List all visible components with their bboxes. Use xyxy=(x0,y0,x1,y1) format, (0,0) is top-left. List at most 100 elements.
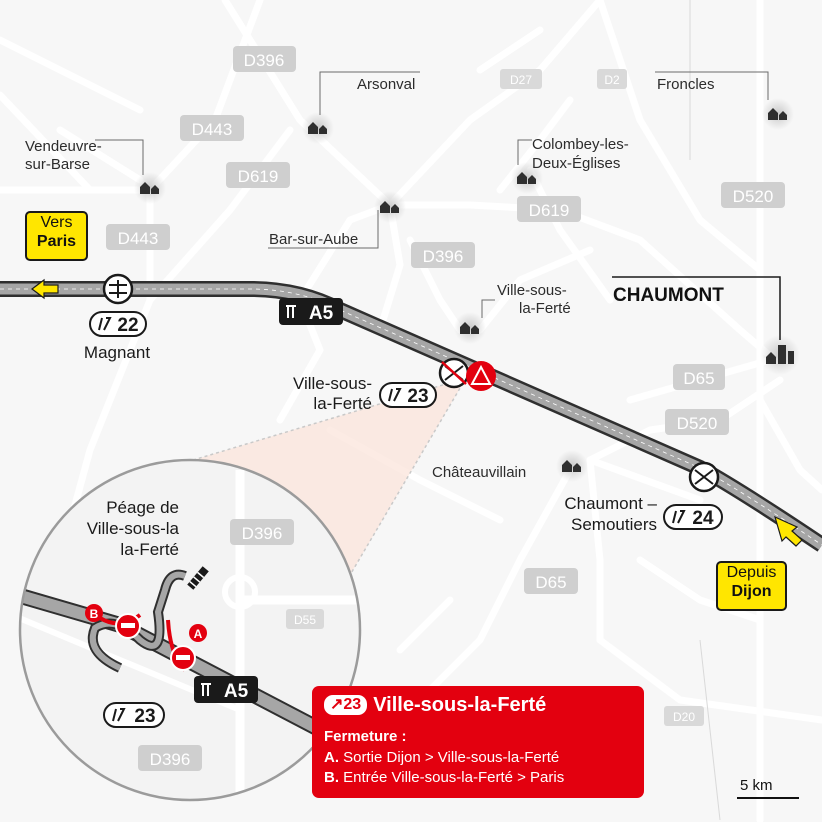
road-badges: D396 D443 D619 D443 D396 D619 D27 D2 D52… xyxy=(106,46,785,726)
road-badge: D65 xyxy=(524,568,578,594)
road-badge: D443 xyxy=(180,115,244,141)
marker-a: A xyxy=(189,624,207,642)
town-label-arsonval: Arsonval xyxy=(357,76,415,93)
exit-icon: ↗ xyxy=(330,696,344,713)
road-badge: D520 xyxy=(665,409,729,435)
town-icon xyxy=(454,312,486,344)
svg-text:24: 24 xyxy=(692,508,714,529)
svg-text:A5: A5 xyxy=(309,303,334,324)
arrow-west-icon xyxy=(31,278,59,300)
road-badge: D619 xyxy=(226,162,290,188)
svg-text:A: A xyxy=(194,627,203,641)
direction-sign-dijon-line1: Depuis xyxy=(726,564,777,581)
svg-text:D396: D396 xyxy=(423,247,464,266)
svg-text:D20: D20 xyxy=(673,710,695,724)
exit-icon xyxy=(672,510,686,524)
exit-icon xyxy=(98,317,112,331)
inset-a5-shield: A5 xyxy=(194,676,258,703)
svg-text:B: B xyxy=(90,607,99,621)
svg-text:23: 23 xyxy=(407,386,428,407)
svg-text:D65: D65 xyxy=(683,369,714,388)
toll-label-line2: Ville-sous-la xyxy=(87,519,180,538)
exit-23-name-line1: Ville-sous- xyxy=(293,374,372,393)
road-badge: D443 xyxy=(106,224,170,250)
inset-exit-23: 23 xyxy=(103,702,165,728)
town-label-chateauvillain: Châteauvillain xyxy=(432,464,526,481)
town-label-colombey-line2: Deux-Églises xyxy=(532,155,620,172)
exit-icon xyxy=(112,708,126,722)
arrow-northwest-icon xyxy=(774,515,803,547)
direction-sign-paris-line1: Vers xyxy=(40,214,73,231)
svg-text:D443: D443 xyxy=(192,120,233,139)
town-label-colombey-line1: Colombey-les- xyxy=(532,136,629,153)
town-icon xyxy=(556,450,588,482)
interchange-24: 24 Chaumont – Semoutiers xyxy=(564,461,723,534)
direction-sign-dijon-line2: Dijon xyxy=(731,583,772,600)
direction-sign-dijon: Depuis Dijon xyxy=(716,561,787,611)
inset-detail: D396 D55 D396 Péage de Ville-sous-la la-… xyxy=(18,458,362,802)
svg-text:D65: D65 xyxy=(535,573,566,592)
town-icon xyxy=(302,112,334,144)
leader-lines xyxy=(95,71,781,340)
road-badge: D65 xyxy=(673,364,725,390)
svg-text:D396: D396 xyxy=(242,524,283,543)
svg-text:D27: D27 xyxy=(510,73,532,87)
no-entry-icon xyxy=(170,645,196,671)
closure-title: ↗23 Ville-sous-la-Ferté xyxy=(324,694,546,717)
motorway-icon xyxy=(286,305,296,318)
svg-text:D55: D55 xyxy=(294,613,316,627)
svg-text:D396: D396 xyxy=(150,750,191,769)
road-badge: D396 xyxy=(230,519,294,545)
svg-text:D520: D520 xyxy=(677,414,718,433)
town-markers xyxy=(134,98,800,482)
svg-text:D2: D2 xyxy=(604,73,620,87)
svg-text:23: 23 xyxy=(134,706,155,727)
road-network-outline xyxy=(689,0,721,821)
toll-label-line3: la-Ferté xyxy=(120,540,179,559)
marker-b: B xyxy=(85,604,103,622)
road-badge: D2 xyxy=(597,69,627,89)
closure-heading: Fermeture : xyxy=(324,728,407,745)
city-label-chaumont: CHAUMONT xyxy=(613,285,724,306)
direction-sign-paris: Vers Paris xyxy=(25,211,88,261)
scale-label: 5 km xyxy=(740,777,773,794)
road-badge: D619 xyxy=(517,196,581,222)
svg-text:D520: D520 xyxy=(733,187,774,206)
road-badge: D55 xyxy=(286,609,324,629)
interchange-22: 22 Magnant xyxy=(84,273,150,362)
road-badge: D396 xyxy=(138,745,202,771)
svg-text:A5: A5 xyxy=(224,681,249,702)
city-icon xyxy=(760,335,800,375)
svg-text:D443: D443 xyxy=(118,229,159,248)
road-badge: D520 xyxy=(721,182,785,208)
no-entry-icon xyxy=(115,613,141,639)
town-label-ville-sous-la-ferte-line2: la-Ferté xyxy=(519,300,571,317)
exit-24-name-line2: Semoutiers xyxy=(571,515,657,534)
motorway-icon xyxy=(201,683,211,696)
road-badge: D396 xyxy=(411,242,475,268)
scale-bar xyxy=(737,797,799,799)
svg-text:D619: D619 xyxy=(238,167,279,186)
inset-projection-edge xyxy=(159,377,467,471)
direction-sign-paris-line2: Paris xyxy=(36,233,77,250)
closure-exit-badge: ↗23 xyxy=(324,695,368,715)
road-badge: D20 xyxy=(664,706,704,726)
town-icon xyxy=(762,98,794,130)
closure-info-panel: ↗23 Ville-sous-la-Ferté Fermeture : A. S… xyxy=(312,686,644,798)
svg-text:22: 22 xyxy=(117,315,138,336)
closure-item-b: B. Entrée Ville-sous-la-Ferté > Paris xyxy=(324,769,565,786)
town-label-froncles: Froncles xyxy=(657,76,715,93)
town-icon xyxy=(374,191,406,223)
closure-item-a: A. Sortie Dijon > Ville-sous-la-Ferté xyxy=(324,749,560,766)
toll-label-line1: Péage de xyxy=(106,498,179,517)
town-label-vendeuvre-line2: sur-Barse xyxy=(25,156,90,173)
town-icon xyxy=(134,172,166,204)
road-badge: D396 xyxy=(233,46,296,72)
town-label-bar-sur-aube: Bar-sur-Aube xyxy=(269,231,358,248)
town-label-ville-sous-la-ferte-line1: Ville-sous- xyxy=(497,282,567,299)
road-badge: D27 xyxy=(500,69,542,89)
exit-22-name: Magnant xyxy=(84,343,150,362)
town-label-vendeuvre-line1: Vendeuvre- xyxy=(25,138,102,155)
